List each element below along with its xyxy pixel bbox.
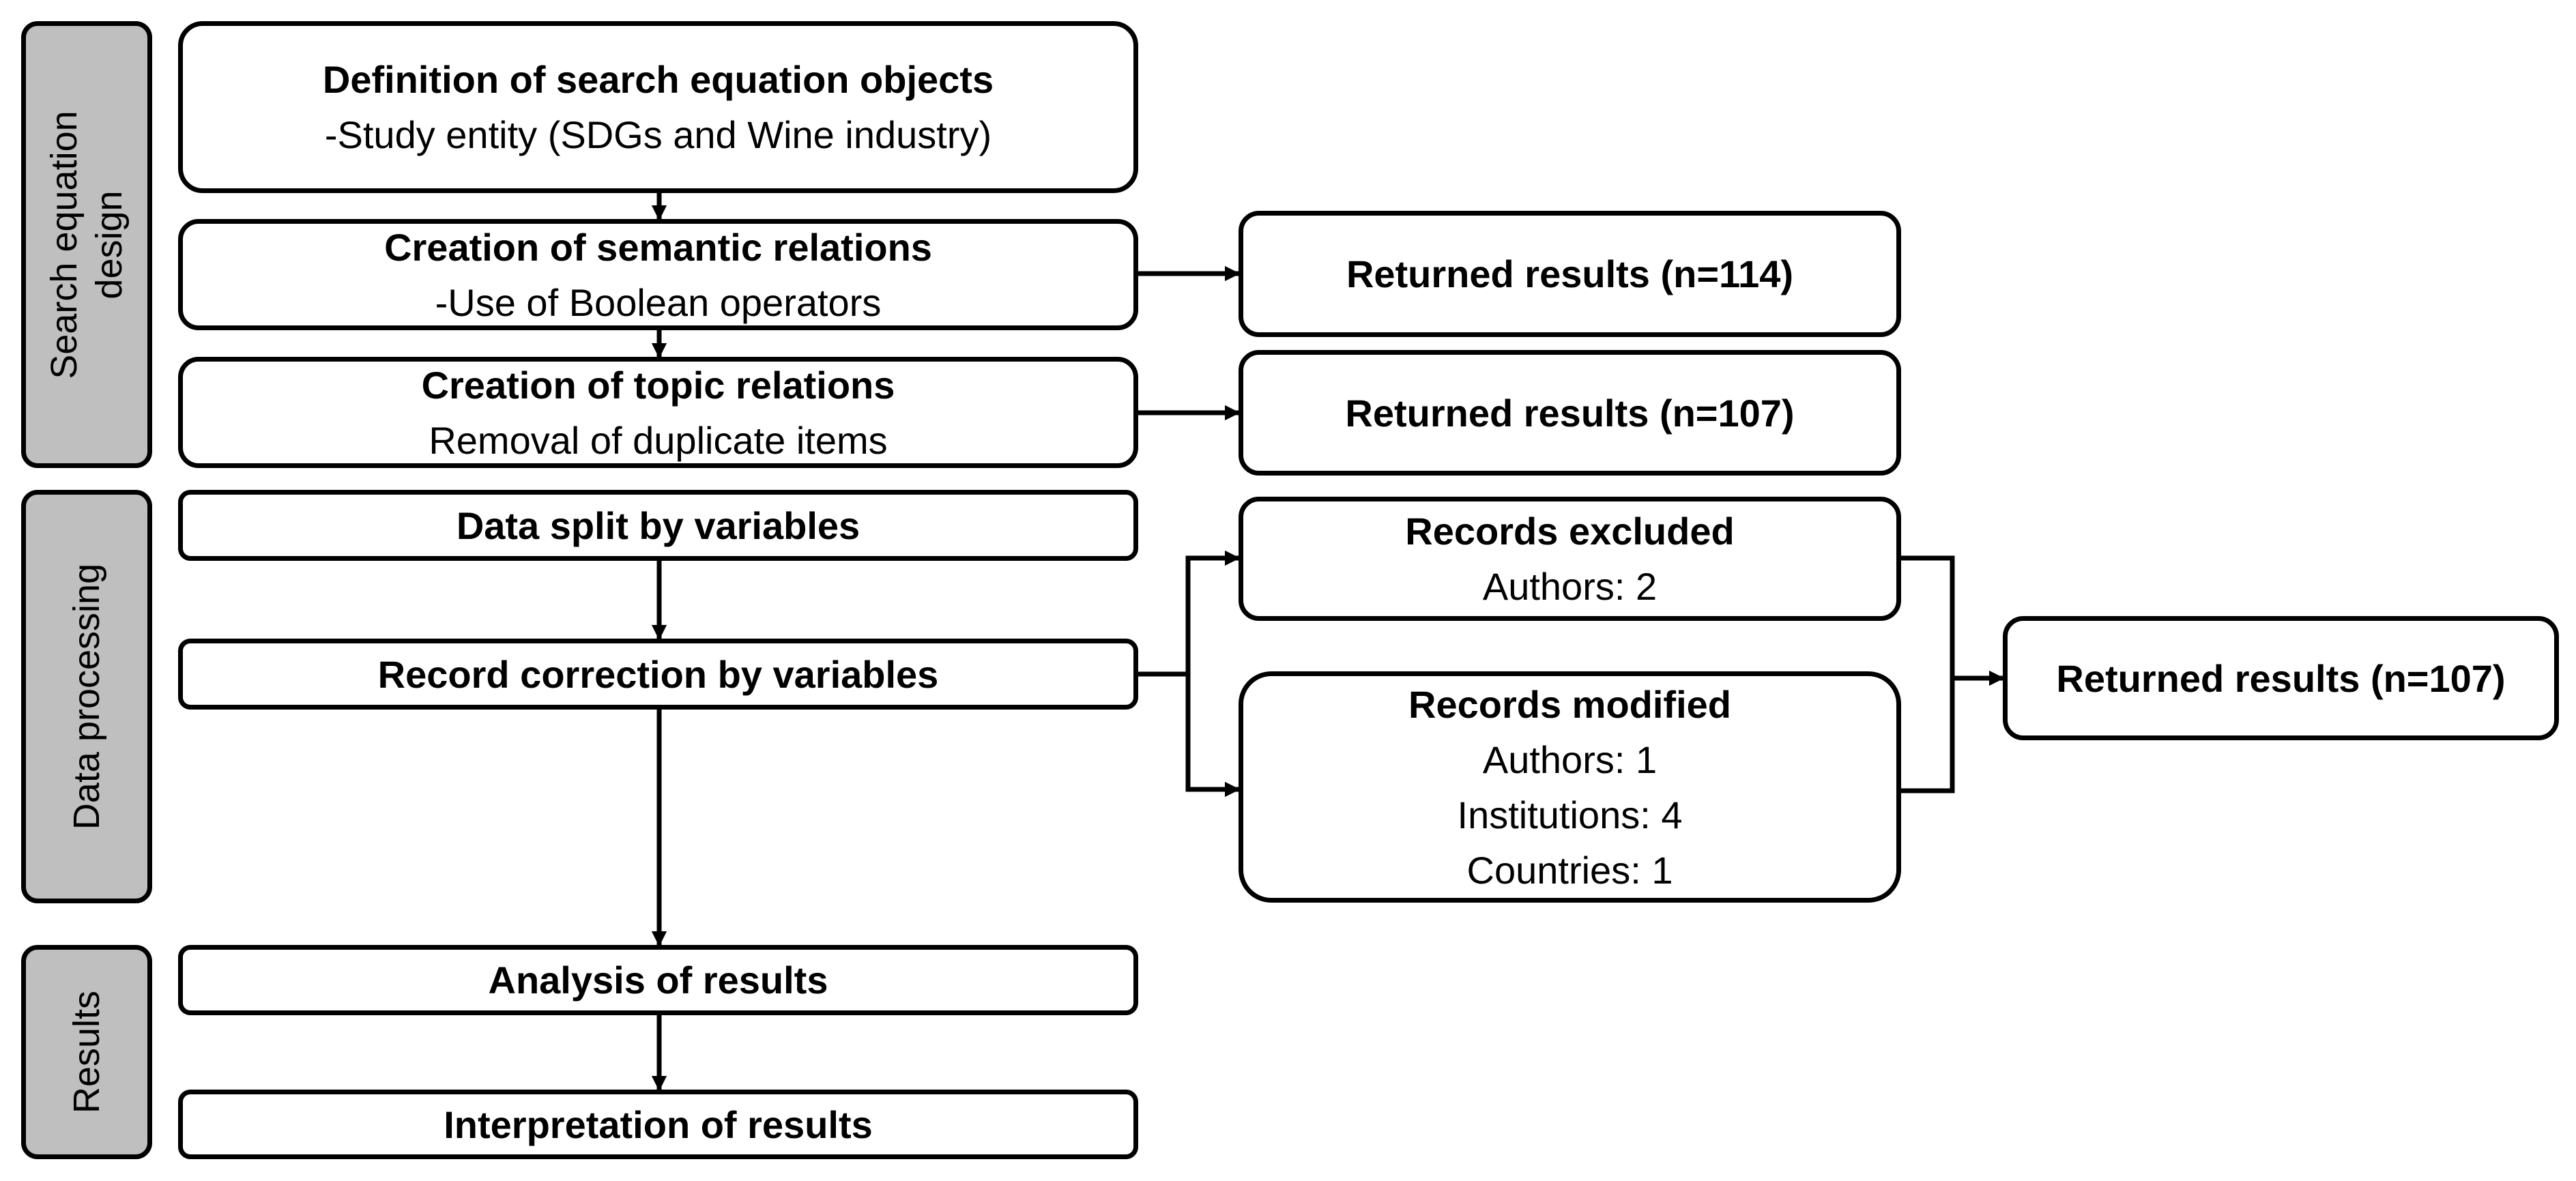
box-returned-results-107-search: Returned results (n=107): [1239, 350, 1901, 476]
box-definition-title: Definition of search equation objects: [322, 58, 994, 101]
connector-modified-to-merge: [1901, 678, 1955, 793]
box-definition-of-search-equation-objects: Definition of search equation objects -S…: [178, 21, 1138, 193]
box-interpretation-of-results: Interpretation of results: [178, 1090, 1138, 1159]
box-records-modified: Records modified Authors: 1 Institutions…: [1239, 671, 1901, 903]
box-data-split-by-variables: Data split by variables: [178, 490, 1138, 561]
box-records-excluded-title: Records excluded: [1405, 510, 1735, 553]
box-records-modified-authors: Authors: 1: [1482, 738, 1658, 781]
box-records-excluded-authors: Authors: 2: [1482, 565, 1658, 608]
box-interpretation-title: Interpretation of results: [444, 1103, 873, 1146]
box-topic-subtitle: Removal of duplicate items: [429, 418, 888, 462]
connector-excluded-to-merge: [1901, 555, 1955, 678]
box-returned-114-title: Returned results (n=114): [1346, 252, 1794, 295]
box-records-modified-countries: Countries: 1: [1466, 848, 1673, 892]
section-results: Results: [21, 945, 152, 1159]
box-records-excluded: Records excluded Authors: 2: [1239, 497, 1901, 621]
box-analysis-of-results: Analysis of results: [178, 945, 1138, 1015]
box-returned-107-search-title: Returned results (n=107): [1345, 391, 1795, 435]
box-records-modified-institutions: Institutions: 4: [1457, 793, 1683, 836]
box-definition-subtitle: -Study entity (SDGs and Wine industry): [324, 113, 992, 156]
box-semantic-title: Creation of semantic relations: [384, 225, 932, 269]
box-analysis-title: Analysis of results: [488, 959, 828, 1002]
section-search-equation-design: Search equation design: [21, 21, 152, 468]
box-returned-107-final-title: Returned results (n=107): [2056, 656, 2506, 700]
box-semantic-subtitle: -Use of Boolean operators: [435, 280, 882, 324]
section-data-processing: Data processing: [21, 490, 152, 903]
box-returned-results-107-final: Returned results (n=107): [2003, 616, 2559, 740]
box-record-correction-by-variables: Record correction by variables: [178, 639, 1138, 710]
section-results-label: Results: [66, 990, 107, 1114]
arrow-branch-to-modified: [1185, 674, 1241, 798]
box-topic-title: Creation of topic relations: [421, 363, 895, 407]
arrow-branch-to-excluded: [1185, 550, 1241, 674]
box-returned-results-114: Returned results (n=114): [1239, 211, 1901, 337]
box-creation-of-topic-relations: Creation of topic relations Removal of d…: [178, 357, 1138, 468]
section-data-processing-label: Data processing: [66, 563, 107, 830]
box-creation-of-semantic-relations: Creation of semantic relations -Use of B…: [178, 219, 1138, 330]
box-records-modified-title: Records modified: [1408, 682, 1731, 726]
box-data-split-title: Data split by variables: [456, 504, 860, 547]
section-search-equation-design-label: Search equation design: [44, 110, 130, 379]
box-record-correction-title: Record correction by variables: [377, 652, 939, 696]
